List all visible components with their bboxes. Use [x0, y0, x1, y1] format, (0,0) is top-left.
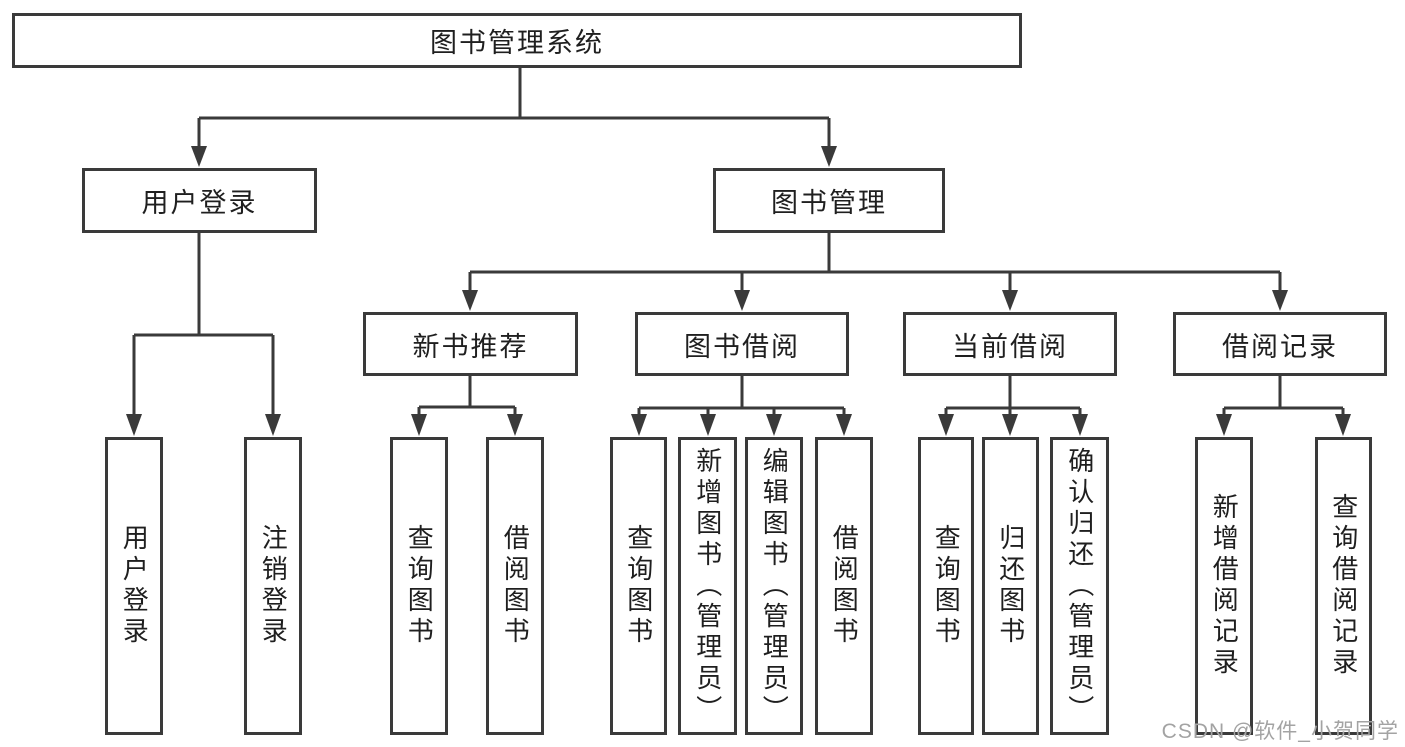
leaf-records-query-record: 查询借阅记录: [1315, 437, 1372, 735]
arrowhead: [1216, 414, 1232, 436]
node-current-borrowing: 当前借阅: [903, 312, 1117, 376]
leaf-current-return-books: 归还图书: [982, 437, 1039, 735]
connector-newbook-to-leaves: [411, 376, 523, 436]
node-book-management: 图书管理: [713, 168, 945, 233]
leaf-label: 借阅图书: [500, 524, 531, 648]
arrowhead: [1272, 290, 1288, 311]
leaf-logout: 注销登录: [244, 437, 302, 735]
node-user-login: 用户登录: [82, 168, 317, 233]
leaf-label: 借阅图书: [829, 524, 860, 648]
leaf-label: 归还图书: [995, 524, 1026, 648]
leaf-borrow-query-books: 查询图书: [610, 437, 667, 735]
connector-bookmgmt-to-level3: [462, 233, 1288, 311]
leaf-label: 查询图书: [931, 524, 962, 648]
leaf-label: 编辑图书（管理员）: [759, 446, 790, 726]
leaf-label: 新增图书（管理员）: [692, 446, 723, 726]
arrowhead: [1072, 414, 1088, 436]
leaf-user-login: 用户登录: [105, 437, 163, 735]
node-borrowing-records: 借阅记录: [1173, 312, 1387, 376]
node-new-book-recommend: 新书推荐: [363, 312, 578, 376]
leaf-label: 查询图书: [404, 524, 435, 648]
arrowhead: [734, 290, 750, 311]
csdn-watermark: CSDN @软件_小贺同学: [1161, 720, 1399, 743]
arrowhead: [1002, 414, 1018, 436]
arrowhead: [631, 414, 647, 436]
arrowhead: [700, 414, 716, 436]
arrowhead: [462, 290, 478, 311]
node-book-borrowing: 图书借阅: [635, 312, 849, 376]
arrowhead: [411, 414, 427, 436]
connector-current-to-leaves: [938, 376, 1088, 436]
connector-records-to-leaves: [1216, 376, 1351, 436]
connector-borrow-to-leaves: [631, 376, 852, 436]
arrowhead: [938, 414, 954, 436]
arrowhead: [766, 414, 782, 436]
leaf-borrow-edit-books-admin: 编辑图书（管理员）: [745, 437, 803, 735]
leaf-label: 新增借阅记录: [1209, 493, 1240, 679]
leaf-label: 用户登录: [119, 524, 150, 648]
node-root-system: 图书管理系统: [12, 13, 1022, 68]
arrowhead: [265, 414, 281, 436]
leaf-label: 查询图书: [623, 524, 654, 648]
connector-root-to-level2: [191, 67, 837, 167]
leaf-newbook-query-books: 查询图书: [390, 437, 448, 735]
leaf-borrow-borrow-books: 借阅图书: [815, 437, 873, 735]
arrowhead: [507, 414, 523, 436]
leaf-current-query-books: 查询图书: [918, 437, 974, 735]
leaf-newbook-borrow-books: 借阅图书: [486, 437, 544, 735]
leaf-label: 确认归还（管理员）: [1064, 446, 1095, 726]
arrowhead: [1002, 290, 1018, 311]
arrowhead: [836, 414, 852, 436]
connector-login-to-leaves: [126, 233, 281, 436]
leaf-label: 注销登录: [258, 524, 289, 648]
leaf-borrow-add-books-admin: 新增图书（管理员）: [678, 437, 737, 735]
arrowhead: [191, 146, 207, 167]
leaf-label: 查询借阅记录: [1328, 493, 1359, 679]
leaf-records-add-record: 新增借阅记录: [1195, 437, 1253, 735]
arrowhead: [1335, 414, 1351, 436]
arrowhead: [126, 414, 142, 436]
leaf-current-confirm-return-admin: 确认归还（管理员）: [1050, 437, 1109, 735]
arrowhead: [821, 146, 837, 167]
